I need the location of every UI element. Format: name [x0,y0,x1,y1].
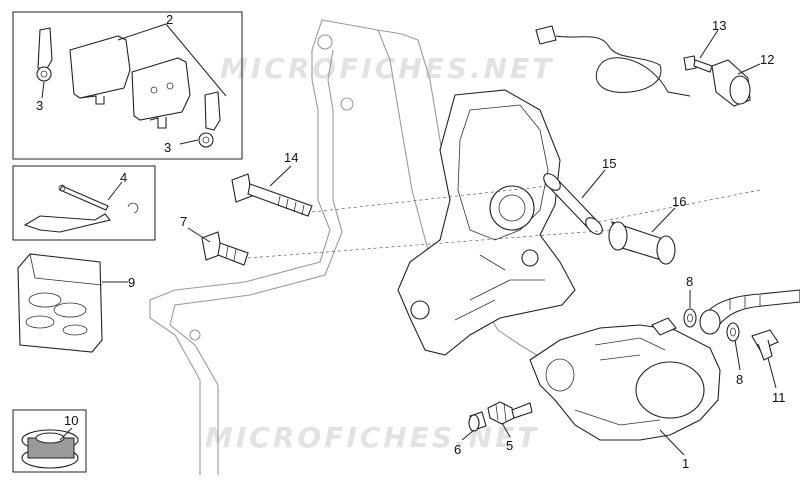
callout-10: 9 [128,275,135,290]
brake-pad-kit-box [12,11,243,160]
callout-5: 5 [506,438,513,453]
bleeder-cap [468,411,487,432]
leader-lines [41,23,777,456]
hose-clamp [21,429,79,469]
clamp-box [12,409,87,473]
bushing-15 [543,173,603,235]
callout-14: 14 [284,150,298,165]
callout-11: 10 [64,413,78,428]
bleeder-valve [487,401,533,425]
watermark-top: MICROFICHES.NET [220,52,554,85]
callout-4: 4 [120,170,127,185]
brake-hose [699,289,800,335]
watermark-bottom: MICROFICHES.NET [205,421,539,454]
pad-springs [36,27,221,148]
callout-labels: 2 3 3 4 9 10 14 7 13 12 15 16 8 8 11 1 5… [36,12,786,471]
callout-3-left: 3 [36,98,43,113]
callout-8-bottom: 8 [736,372,743,387]
pad-pin-and-clip [23,184,139,233]
callout-9: 11 [772,390,786,405]
callout-2: 2 [166,12,173,27]
bolt-7 [201,231,249,266]
callout-7: 7 [180,214,187,229]
speed-sensor [535,25,751,107]
pin-kit-box [12,165,156,241]
callout-3-right: 3 [164,140,171,155]
callout-6: 6 [454,442,461,457]
callout-16: 16 [672,194,686,209]
seal-kit-bag [17,253,103,353]
callout-8-top: 8 [686,274,693,289]
callout-12: 12 [760,52,774,67]
caliper-bracket [397,89,576,356]
brake-pads [69,35,191,129]
banjo-bolt [751,329,779,361]
bolt-13 [683,55,713,73]
callout-13: 13 [712,18,726,33]
callout-1: 1 [682,456,689,471]
spacer-16 [608,221,676,265]
callout-15: 15 [602,156,616,171]
bolt-14 [231,173,313,217]
alignment-lines [247,185,761,259]
copper-washers [683,308,740,342]
brake-caliper [529,317,721,441]
